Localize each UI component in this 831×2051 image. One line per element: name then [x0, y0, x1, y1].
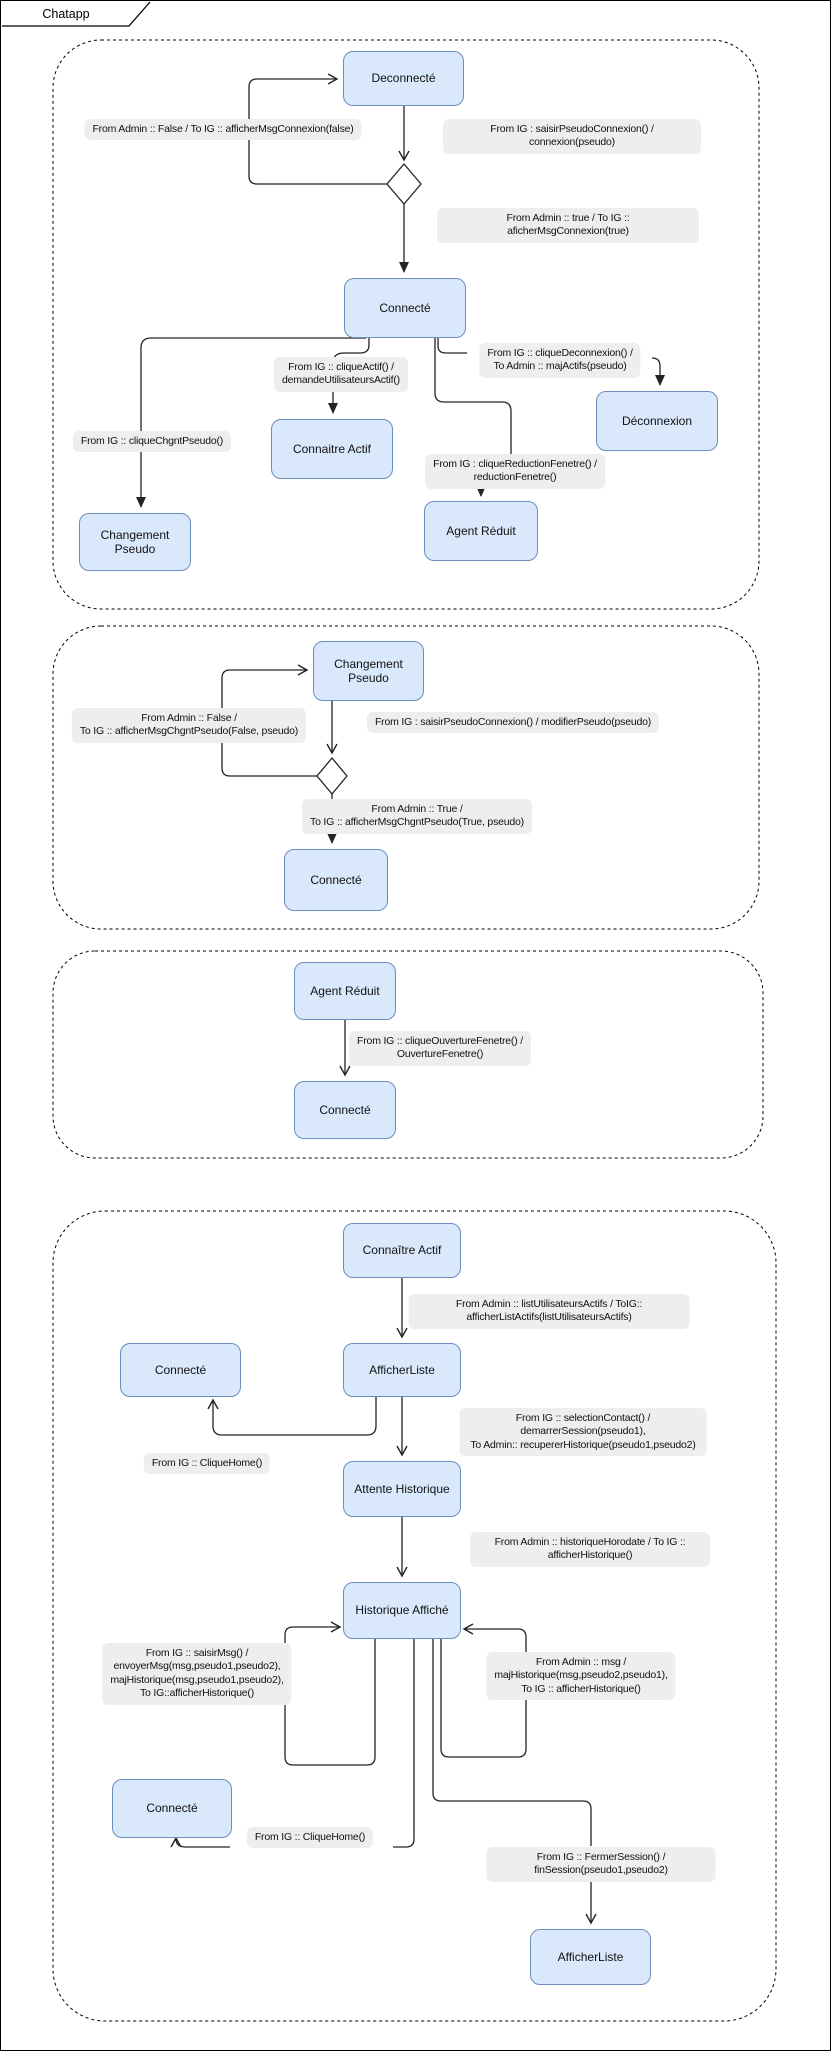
- transition-label-fermer-session[interactable]: From IG :: FermerSession() / finSession(…: [486, 1847, 716, 1882]
- composite-region-2: [52, 625, 760, 930]
- edge-connecte-to-deconnexion-a: [437, 338, 467, 354]
- edge-connecte-to-deconnexion-b: [651, 357, 665, 386]
- transition-label-list-actifs[interactable]: From Admin :: listUtilisateursActifs / T…: [408, 1294, 690, 1329]
- state-connecte-2[interactable]: Connecté: [284, 849, 388, 911]
- composite-region-1: [52, 39, 760, 610]
- state-historique-affiche[interactable]: Historique Affiché: [343, 1582, 461, 1639]
- state-connaitre-actif-2[interactable]: Connaître Actif: [343, 1223, 461, 1278]
- frame-tab-outline: [2, 1, 151, 27]
- state-connecte-4[interactable]: Connecté: [120, 1343, 241, 1397]
- state-agent-reduit-1[interactable]: Agent Réduit: [424, 501, 538, 561]
- edge-historique-to-connecte-home2: [170, 1836, 230, 1848]
- state-afficherliste-2[interactable]: AfficherListe: [530, 1929, 651, 1985]
- frame-title: Chatapp: [42, 6, 90, 21]
- transition-label-admin-true-chgpseudo[interactable]: From Admin :: True / To IG :: afficherMs…: [302, 799, 532, 834]
- transition-label-clique-ouverture[interactable]: From IG :: cliqueOuvertureFenetre() / Ou…: [349, 1031, 531, 1066]
- transition-label-clique-home-2[interactable]: From IG :: CliqueHome(): [246, 1827, 374, 1849]
- state-afficherliste-1[interactable]: AfficherListe: [343, 1343, 461, 1397]
- state-deconnecte[interactable]: Deconnecté: [343, 51, 464, 106]
- transition-label-clique-reduction[interactable]: From IG : cliqueReductionFenetre() / red…: [425, 454, 605, 489]
- state-connecte-3[interactable]: Connecté: [294, 1081, 396, 1139]
- transition-label-admin-true[interactable]: From Admin :: true / To IG :: aficherMsg…: [437, 208, 699, 243]
- edge-connecte-to-agent-reduit-a: [434, 338, 512, 455]
- transition-label-selection-contact[interactable]: From IG :: selectionContact() / demarrer…: [459, 1408, 707, 1457]
- transition-label-saisir-msg[interactable]: From IG :: saisirMsg() / envoyerMsg(msg,…: [102, 1643, 292, 1705]
- state-agent-reduit-2[interactable]: Agent Réduit: [294, 962, 396, 1020]
- state-changement-pseudo-1[interactable]: Changement Pseudo: [79, 513, 191, 571]
- state-connaitre-actif-1[interactable]: Connaitre Actif: [271, 419, 393, 479]
- transition-label-historique-horodate[interactable]: From Admin :: historiqueHorodate / To IG…: [470, 1532, 710, 1567]
- edge-afficherliste-to-connecte-home: [207, 1397, 377, 1436]
- state-deconnexion[interactable]: Déconnexion: [596, 391, 718, 451]
- edge-historique-to-cliquehome-a: [393, 1639, 415, 1848]
- state-attente-historique[interactable]: Attente Historique: [343, 1461, 461, 1517]
- edge-connecte-to-changement-pseudo: [136, 337, 366, 508]
- transition-label-admin-msg[interactable]: From Admin :: msg / majHistorique(msg,ps…: [486, 1652, 676, 1701]
- transition-label-modifier-pseudo[interactable]: From IG : saisirPseudoConnexion() / modi…: [366, 712, 660, 734]
- transition-label-saisir-pseudo-connexion[interactable]: From IG : saisirPseudoConnexion() / conn…: [443, 119, 701, 154]
- composite-region-3: [52, 950, 764, 1159]
- transition-label-admin-false-chgpseudo[interactable]: From Admin :: False / To IG :: afficherM…: [71, 708, 307, 743]
- edge-historique-selfloop-saisirmsg: [284, 1621, 376, 1766]
- state-changement-pseudo-2[interactable]: Changement Pseudo: [313, 641, 424, 701]
- choice-diamond-connexion[interactable]: [386, 162, 422, 206]
- edge-historique-selfloop-adminmsg: [440, 1623, 527, 1758]
- transition-label-admin-false[interactable]: From Admin :: False / To IG :: afficherM…: [84, 119, 362, 141]
- transition-label-clique-actif[interactable]: From IG :: cliqueActif() / demandeUtilis…: [274, 357, 408, 392]
- state-connecte-5[interactable]: Connecté: [112, 1779, 232, 1838]
- transition-label-clique-deconnexion[interactable]: From IG :: cliqueDeconnexion() / To Admi…: [479, 343, 641, 378]
- transition-label-clique-home-1[interactable]: From IG :: CliqueHome(): [143, 1453, 271, 1475]
- state-connecte-1[interactable]: Connecté: [344, 278, 466, 338]
- edge-historique-to-fermersession-a: [432, 1639, 592, 1846]
- choice-diamond-chgpseudo[interactable]: [316, 756, 348, 796]
- transition-label-clique-chgnt-pseudo[interactable]: From IG :: cliqueChgntPseudo(): [72, 431, 232, 453]
